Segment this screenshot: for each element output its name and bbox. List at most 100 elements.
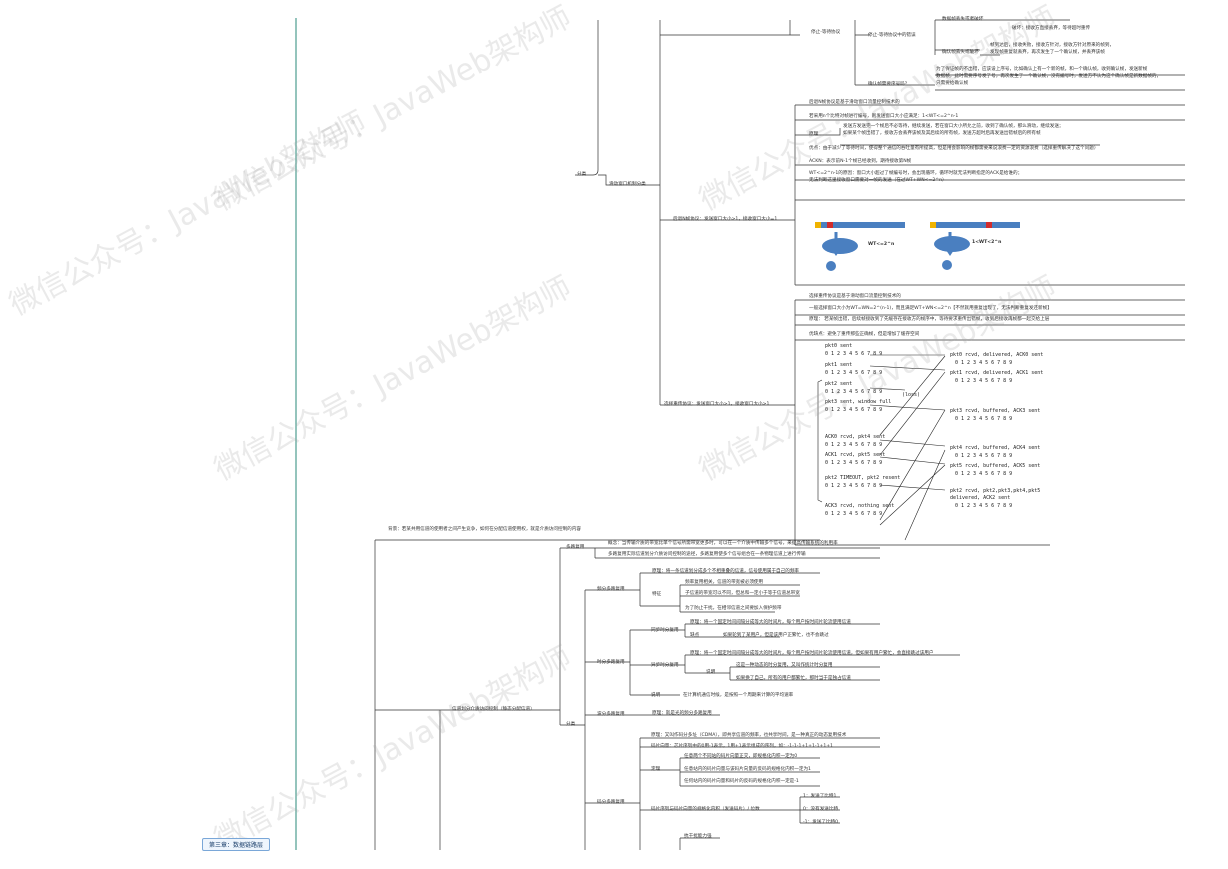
sr-right-4: pkt5 rcvd, buffered, ACK5 sent xyxy=(950,463,1041,469)
node-ack-lost-desc-0: 帧到达后，接收失败，接收方针对，接收方针对原来的帧到， xyxy=(990,43,1115,48)
node-stop-wait-err: 停止-等待协议中的错误 xyxy=(868,33,916,38)
sr-seq: 0 1 2 3 4 5 6 7 8 9 xyxy=(825,370,883,376)
sr-seq: 0 1 2 3 4 5 6 7 8 9 xyxy=(955,503,1013,509)
node-stop-wait: 停止-等待协议 xyxy=(811,30,841,35)
node-pinfen-principle: 原理：将一条信道划分成多个不相重叠的信道，信号使用属于自己的频率 xyxy=(652,569,800,574)
node-seq-why-desc-2: 只需要给确认帧 xyxy=(936,81,969,86)
node-sr-adv: 优缺点：避免了重传那些正确帧，但是增加了缓存空间 xyxy=(809,332,920,337)
sr-loss: (loss) xyxy=(902,392,921,398)
node-yibu-1: 如果换了自己，所有的用户都繁忙，那时当于是独占信道 xyxy=(736,676,851,681)
node-duolu-desc-1: 多路复用实际信道划分介质访问控制的途径，多路复用使多个信号组合在一条物理信道上进… xyxy=(608,552,806,557)
node-seq-why-desc-0: 为了保证帧的不出错，应该设上序号，比如确认上有一个新的帧，和一个确认帧，收到确认… xyxy=(936,67,1148,72)
node-jingtai: 信道划分介质访问控制（静态分配信道） xyxy=(452,707,535,712)
node-gbn-principle: 原理 xyxy=(809,132,819,137)
node-duolu: 多路复用 xyxy=(566,545,585,550)
sr-right-3: pkt4 rcvd, buffered, ACK4 sent xyxy=(950,445,1041,451)
node-yibu-0: 这是一种动态的时分复用，又叫作统计时分复用 xyxy=(736,663,833,668)
node-shifen: 时分多路复用 xyxy=(597,660,625,665)
node-bofen: 波分多路复用 xyxy=(597,712,625,717)
node-gbn-why-1: 无法判断这里接收窗口需要对一帧的发送（在过WT+WN<=2^n） xyxy=(809,178,947,183)
node-guiyi: 码片序列与码片向量的规格化内积（发送码片）/ 位数 xyxy=(651,807,760,812)
node-kanggan: 抗干扰能力强 xyxy=(684,834,712,839)
sr-right-1: pkt1 rcvd, delivered, ACK1 sent xyxy=(950,370,1044,376)
sr-left-2: pkt2 sent xyxy=(825,381,853,387)
node-gbn-wt: 若采用n个比特对帧进行编号，则发送窗口大小应满足：1<WT<=2^n-1 xyxy=(809,114,959,119)
node-sr-intro: 选择重传协议是基于滑动窗口流量控制技术的 xyxy=(809,294,901,299)
sr-left-4: ACK0 rcvd, pkt4 sent xyxy=(825,434,886,440)
node-yibu-principle: 原理：将一个固定时间间隔分成等大的时间片，每个用户按时间片轮流使用信道，但如果有… xyxy=(690,651,934,656)
node-sliding-window: 滑动窗口机制分类 xyxy=(609,182,646,187)
node-gbn-adv: 优点：由于减少了等待时间，使得整个通信的吞吐量有所提高，但是用会影响的帧都需要来… xyxy=(809,146,1099,151)
sr-seq: 0 1 2 3 4 5 6 7 8 9 xyxy=(825,389,883,395)
sr-seq: 0 1 2 3 4 5 6 7 8 9 xyxy=(825,407,883,413)
sr-left-6: pkt2 TIMEOUT, pkt2 resent xyxy=(825,475,901,481)
node-mafen: 码分多路复用 xyxy=(597,800,625,805)
sr-right-2: pkt3 rcvd, buffered, ACK3 sent xyxy=(950,408,1041,414)
node-tongbu-principle: 原理：将一个固定时间间隔分成等大的时间片，每个用户按时间片轮流使用信道 xyxy=(690,620,851,625)
node-gbn-intro: 后退N帧协议是基于滑动窗口流量控制技术的 xyxy=(809,100,900,105)
node-fenlei: 分类 xyxy=(577,172,587,177)
gbn-window-diagram xyxy=(815,222,1020,271)
sr-left-7: ACK3 rcvd, nothing sent xyxy=(825,503,895,509)
sr-seq: 0 1 2 3 4 5 6 7 8 9 xyxy=(955,378,1013,384)
node-gbn-why-0: WT<=2^n-1的原因：窗口大小超过了帧编号时，会出现循环，循环时就无法判断指… xyxy=(809,171,1023,176)
node-seq-why: 确认帧需要序号吗？ xyxy=(868,82,910,87)
node-shuoming-2: 说明 xyxy=(651,693,661,698)
node-sr-principle: 原理： 若某帧出错，后续帧接收到了先缓存在接收方的帧序中，等待要求重传出错帧，收… xyxy=(809,317,1050,322)
node-gbn-principle-desc-1: 如果某个帧出错了，接收方会丢弃该帧及其后续的所有帧，发送方超时后再发送出错帧后的… xyxy=(843,131,1041,136)
sr-seq: 0 1 2 3 4 5 6 7 8 9 xyxy=(825,460,883,466)
sr-seq: 0 1 2 3 4 5 6 7 8 9 xyxy=(825,483,883,489)
node-gbn-ackn: ACKN：表示前N-1个帧已经收到，期待接收第N帧 xyxy=(809,159,912,164)
node-seq-why-desc-1: 数据帧，此时需要序号发了号，再次发生了一个确认帧，没有编号时，发送方不认为这个确… xyxy=(936,74,1162,79)
sr-left-0: pkt0 sent xyxy=(825,343,853,349)
sr-left-5: ACK1 rcvd, pkt5 sent xyxy=(825,452,886,458)
sr-left-3: pkt3 sent, window full xyxy=(825,399,892,405)
node-shuoming: 说明 xyxy=(706,670,716,675)
sr-seq: 0 1 2 3 4 5 6 7 8 9 xyxy=(955,416,1013,422)
diagram-label-right: 1<WT<2^n xyxy=(972,240,1002,245)
node-guiyi-0: 1：发送了比特1 xyxy=(803,794,837,799)
node-yibu: 异步时分复用 xyxy=(651,663,679,668)
sr-diagram-arrows xyxy=(817,354,946,541)
node-gbn: 后退N帧协议：发送窗口大小>1，接收窗口大小=1 xyxy=(673,217,778,222)
node-mafen-principle: 原理：又叫作码分多址（CDMA），即共享信道的频率，也共享时间，是一种真正的动态… xyxy=(651,733,847,738)
sr-seq: 0 1 2 3 4 5 6 7 8 9 xyxy=(955,453,1013,459)
sr-right-0: pkt0 rcvd, delivered, ACK0 sent xyxy=(950,352,1044,358)
node-tongbu: 同步时分复用 xyxy=(651,628,679,633)
sr-right-6: delivered, ACK2 sent xyxy=(950,495,1011,501)
sr-left-1: pkt1 sent xyxy=(825,362,853,368)
node-dingli: 定理 xyxy=(651,767,661,772)
chapter-node[interactable]: 第三章：数据链路层 xyxy=(202,838,271,851)
node-tezheng-2: 为了防止干扰，在相邻信道之间要加入保护频带 xyxy=(685,606,782,611)
node-quedian: 缺点 xyxy=(690,633,700,638)
node-sr-size: 一般选择窗口大小为WT=WN=2^(n-1)，而且满足WT+WN<=2^n【不然… xyxy=(809,306,1052,311)
node-sr: 选择重传协议：发送窗口大小>1，接收窗口大小>1 xyxy=(664,402,770,407)
node-shifen-shuoming: 在计算机通信时候，是按照一个周期来计算的平均速率 xyxy=(683,693,794,698)
node-timeout: 破坏：接收方直接丢弃，等待超时重传 xyxy=(1012,26,1091,31)
node-gbn-principle-desc-0: 发送方发送完一个帧后不必等待，继续发送，若在窗口大小所允之前，收到了确认帧，那么… xyxy=(843,124,1064,129)
node-duolu-desc-0: 概念：当传输介质的带宽比单个信号所需带宽更多时，可以在一个介质中传输多个信号，来… xyxy=(608,541,838,546)
node-dingli-1: 任意站内的码片向量与该码片向量的反码的规格化内积一定为1 xyxy=(684,767,811,772)
node-quedian-desc: 如果轮到了某用户，但是该用户正繁忙，也不会跳过 xyxy=(723,633,829,638)
sr-right-5: pkt2 rcvd, pkt2,pkt3,pkt4,pkt5 xyxy=(950,488,1041,494)
node-tezheng-1: 子信道的带宽可以不同，但总和一定小于等于信道总带宽 xyxy=(685,591,800,596)
node-pinfen: 频分多路复用 xyxy=(597,587,625,592)
node-dingli-0: 任意两个不同站的码片向量正交，即规格化内积一定为0 xyxy=(684,754,798,759)
diagram-label-left: WT<=2^n xyxy=(868,242,895,247)
node-data-lost: 数据帧丢失或者破坏 xyxy=(942,17,984,22)
node-ack-lost: 确认帧丢失或破坏 xyxy=(942,50,979,55)
node-xinpian: 码片向量：芯片序列中的0用-1表示，1用+1表示组成的序列，如：-1-1-1+1… xyxy=(651,744,834,749)
node-guiyi-2: -1：发送了比特0 xyxy=(803,820,839,825)
node-guiyi-1: 0：没有发送比特 xyxy=(803,807,839,812)
node-fenlei-bottom: 分类 xyxy=(566,722,576,727)
node-ack-lost-desc-1: 发现帧重复就丢弃，再次发生了一个确认帧，并丢弃该帧 xyxy=(990,50,1105,55)
sr-seq: 0 1 2 3 4 5 6 7 8 9 xyxy=(825,511,883,517)
sr-seq: 0 1 2 3 4 5 6 7 8 9 xyxy=(955,471,1013,477)
node-background: 背景：若某共用信道的使用者之间产生竞争，如何在分配信道使用权，就是介质访问控制的… xyxy=(388,527,581,532)
sr-seq: 0 1 2 3 4 5 6 7 8 9 xyxy=(825,351,883,357)
node-bofen-principle: 原理：就是光的频分多路复用 xyxy=(652,711,712,716)
node-dingli-2: 任何站内的码片向量和码片的反码的规格化内积一定是-1 xyxy=(684,779,799,784)
node-tezheng-0: 频率复用相关，信道的带宽被必须使用 xyxy=(685,580,764,585)
